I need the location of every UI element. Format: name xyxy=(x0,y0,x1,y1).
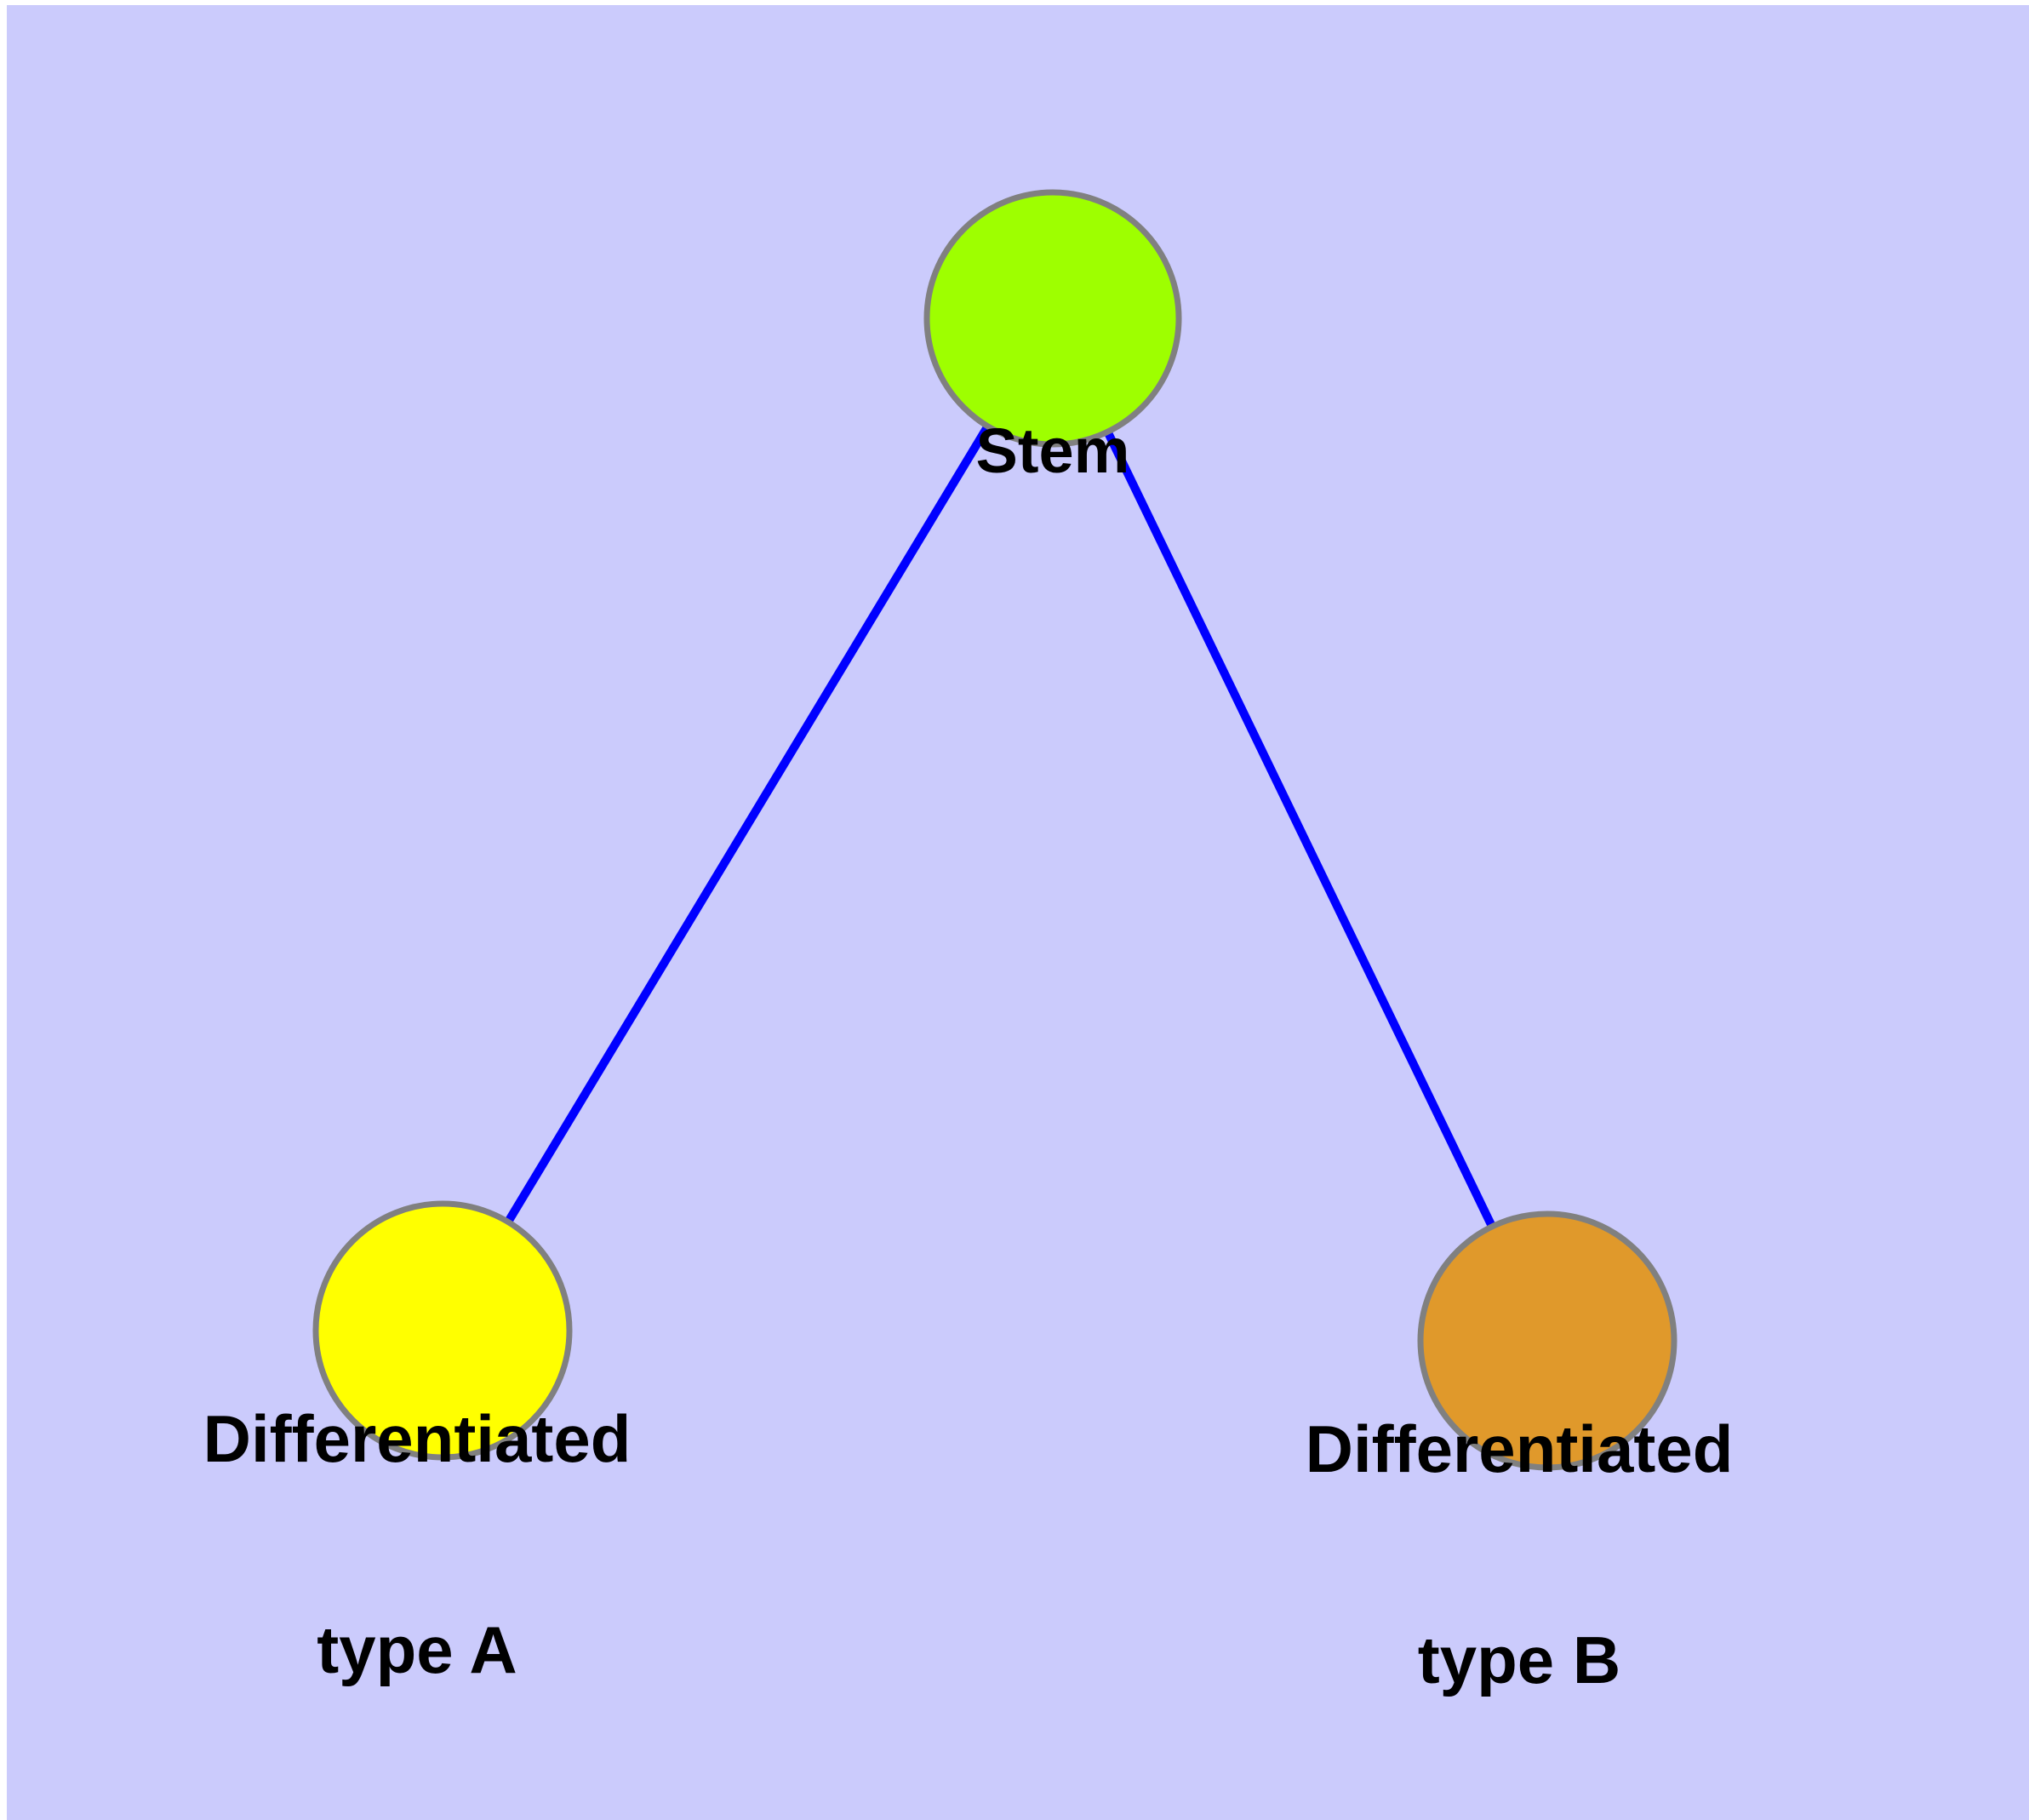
node-group xyxy=(312,189,1677,1471)
node-stem[interactable] xyxy=(923,189,1182,448)
edge-stem-to-differentiated-type-a[interactable] xyxy=(438,316,1057,1333)
node-differentiated-type-a[interactable] xyxy=(312,1200,573,1461)
edge-stem-to-differentiated-type-b[interactable] xyxy=(1049,316,1552,1343)
edge-group xyxy=(438,316,1552,1343)
node-differentiated-type-b[interactable] xyxy=(1417,1210,1677,1471)
